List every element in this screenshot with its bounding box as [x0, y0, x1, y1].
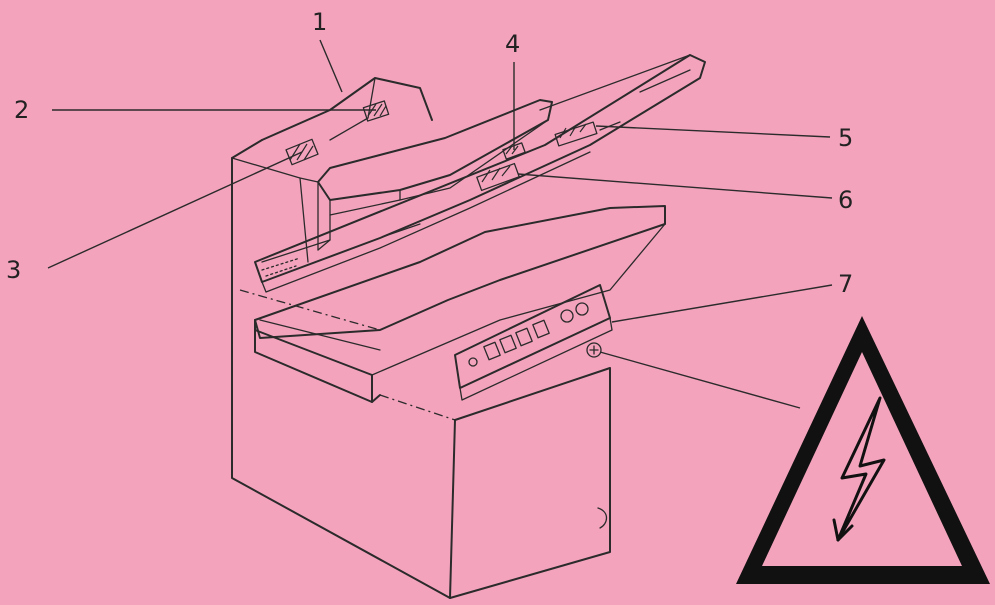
component-4 [502, 142, 526, 160]
lower-press-bed [254, 205, 666, 403]
callout-4: 4 [505, 30, 520, 58]
leader-6 [517, 173, 833, 199]
high-voltage-warning-icon [736, 316, 990, 584]
leader-warning [599, 351, 801, 409]
callout-5: 5 [838, 124, 853, 152]
callout-7: 7 [838, 270, 853, 298]
control-panel [454, 284, 613, 401]
component-5 [554, 121, 598, 147]
pad-2 [362, 100, 390, 122]
leader-lines [47, 39, 833, 409]
machine-cabinet [231, 77, 611, 599]
leader-7 [611, 284, 833, 323]
control-panel-buttons [468, 302, 602, 367]
callout-numbers: 1 2 3 4 5 6 7 [6, 8, 853, 298]
callout-1: 1 [312, 8, 327, 36]
leader-5 [595, 125, 831, 138]
callout-2: 2 [14, 96, 29, 124]
callout-6: 6 [838, 186, 853, 214]
component-6 [476, 162, 520, 192]
callout-3: 3 [6, 256, 21, 284]
leader-1 [319, 39, 343, 93]
leader-3 [47, 151, 303, 269]
